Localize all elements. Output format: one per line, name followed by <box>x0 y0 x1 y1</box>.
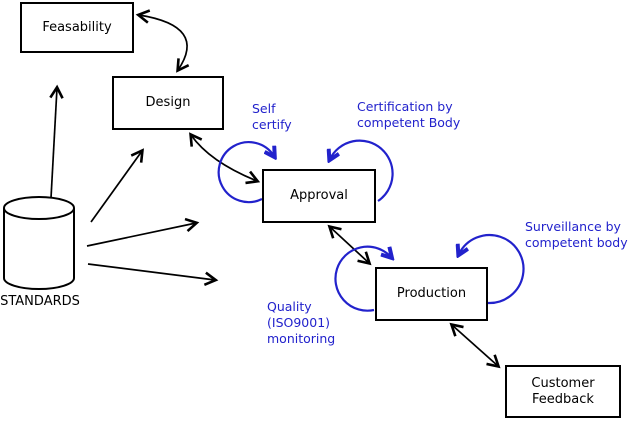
loop-surveillance <box>459 233 525 305</box>
edge-standards-feasability <box>49 84 64 199</box>
edge-production-customer-feedback <box>449 322 501 369</box>
annotation-quality-line3: monitoring <box>267 331 336 346</box>
node-approval: Approval <box>262 169 376 223</box>
node-customer-feedback-label-line1: Customer <box>531 375 595 391</box>
node-feasability-label: Feasability <box>42 19 112 35</box>
loop-self-certify <box>217 141 274 204</box>
annotation-self-certify-line1: Self <box>252 101 276 116</box>
node-customer-feedback: Customer Feedback <box>505 365 621 418</box>
annotation-surveillance: Surveillance by competent body <box>525 219 628 251</box>
edge-design-approval <box>189 132 261 185</box>
node-approval-label: Approval <box>290 188 348 203</box>
annotation-self-certify: Self certify <box>252 101 292 133</box>
edge-feasability-design <box>135 9 190 73</box>
annotation-certification-line2: competent Body <box>357 115 461 130</box>
annotation-quality-line2: (ISO9001) <box>267 315 331 330</box>
annotation-certification-line1: Certification by <box>357 99 453 114</box>
annotation-quality-line1: Quality <box>267 299 312 314</box>
edge-standards-approval <box>86 217 200 247</box>
loop-certification <box>330 139 394 202</box>
loop-quality <box>334 245 391 312</box>
annotation-surveillance-line1: Surveillance by <box>525 219 621 234</box>
annotation-certification: Certification by competent Body <box>357 99 460 131</box>
node-customer-feedback-label-line2: Feedback <box>532 391 594 407</box>
standards-label: STANDARDS <box>0 294 80 309</box>
edge-standards-design <box>90 148 144 223</box>
node-production-label: Production <box>396 286 467 301</box>
node-feasability: Feasability <box>20 2 134 53</box>
edge-standards-production <box>87 263 219 287</box>
node-design-label: Design <box>145 95 191 110</box>
edge-approval-production <box>327 224 372 266</box>
annotation-quality-monitoring: Quality (ISO9001) monitoring <box>267 299 335 347</box>
standards-cylinder <box>3 196 75 290</box>
annotation-self-certify-line2: certify <box>252 117 292 132</box>
annotation-surveillance-line2: competent body <box>525 235 628 250</box>
node-production: Production <box>375 267 488 321</box>
node-design: Design <box>112 76 224 130</box>
